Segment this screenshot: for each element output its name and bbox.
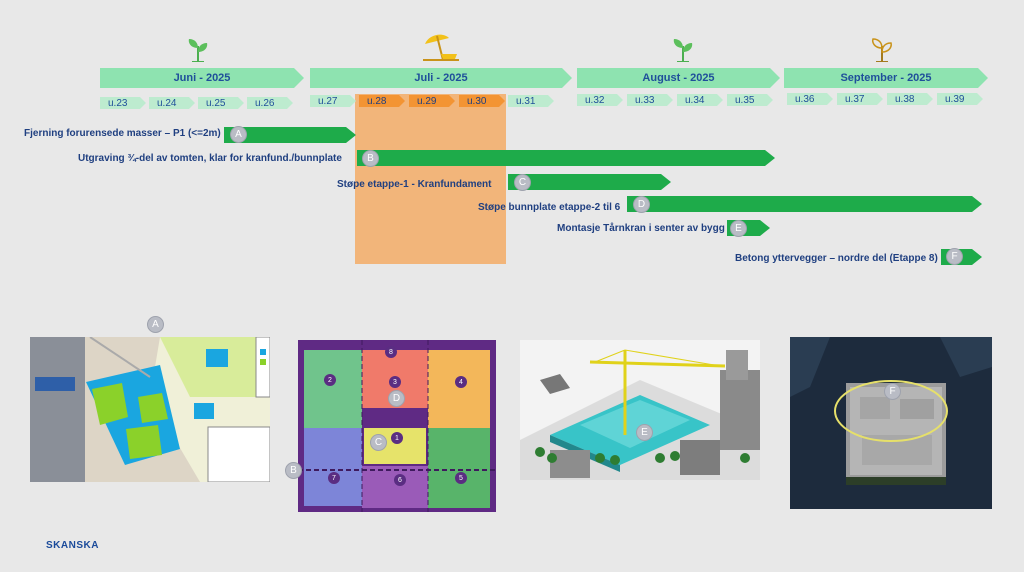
week-label: u.31 <box>508 95 554 107</box>
crane-model-image: E <box>520 340 760 480</box>
company-logo: SKANSKA <box>46 540 99 551</box>
week-label: u.33 <box>627 94 673 106</box>
panel-badge-e: E <box>636 424 653 441</box>
panel-badge-a: A <box>147 316 164 333</box>
week-label: u.29 <box>409 95 455 107</box>
zone-number: 2 <box>324 374 336 386</box>
plant-icon <box>188 39 208 62</box>
week-label: u.28 <box>359 95 405 107</box>
zone-number: 7 <box>328 472 340 484</box>
week-label: u.37 <box>837 93 883 105</box>
task-bar-b <box>357 150 775 166</box>
month-june: Juni - 2025 <box>100 68 304 88</box>
task-bar-c <box>508 174 671 190</box>
zone-number: 3 <box>389 376 401 388</box>
beach-umbrella-icon <box>423 34 459 61</box>
task-label-b: Utgraving ¾-del av tomten, klar for kran… <box>78 153 342 164</box>
month-september: September - 2025 <box>784 68 988 88</box>
task-bar-d <box>627 196 982 212</box>
site-plan-image: A <box>30 337 270 482</box>
zone-number: 4 <box>455 376 467 388</box>
zone-number: 8 <box>385 346 397 358</box>
week-label: u.23 <box>100 97 146 109</box>
week-label: u.25 <box>198 97 244 109</box>
week-label: u.27 <box>310 95 356 107</box>
task-badge-f: F <box>946 248 963 265</box>
week-label: u.35 <box>727 94 773 106</box>
task-bar-a <box>224 127 356 143</box>
plant-icon <box>673 39 693 62</box>
panel-badge-f: F <box>884 383 901 400</box>
week-label: u.26 <box>247 97 293 109</box>
week-label: u.39 <box>937 93 983 105</box>
task-label-c: Støpe etappe-1 - Kranfundament <box>337 179 492 190</box>
task-label-f: Betong yttervegger – nordre del (Etappe … <box>735 253 938 264</box>
week-label: u.36 <box>787 93 833 105</box>
task-badge-a: A <box>230 126 247 143</box>
task-badge-b: B <box>362 150 379 167</box>
autumn-plant-icon <box>872 38 892 62</box>
highlight-period <box>355 94 506 264</box>
week-label: u.34 <box>677 94 723 106</box>
task-label-a: Fjerning forurensede masser – P1 (<=2m) <box>24 128 221 139</box>
month-july: Juli - 2025 <box>310 68 572 88</box>
month-august: August - 2025 <box>577 68 780 88</box>
zone-number: 1 <box>391 432 403 444</box>
zone-number: 6 <box>394 474 406 486</box>
task-badge-d: D <box>633 196 650 213</box>
task-badge-c: C <box>514 174 531 191</box>
task-badge-e: E <box>730 220 747 237</box>
week-label: u.24 <box>149 97 195 109</box>
panel-badge-c: C <box>370 434 387 451</box>
week-label: u.32 <box>577 94 623 106</box>
week-label: u.30 <box>459 95 505 107</box>
panel-badge-d: D <box>388 390 405 407</box>
zone-plan-image: 8 2 3 4 1 7 6 5 C D <box>298 340 496 512</box>
zone-number: 5 <box>455 472 467 484</box>
panel-badge-b: B <box>285 462 302 479</box>
site-model-dark-image: F <box>790 337 992 509</box>
task-label-e: Montasje Tårnkran i senter av bygg <box>557 223 725 234</box>
task-label-d: Støpe bunnplate etappe-2 til 6 <box>478 202 621 213</box>
week-label: u.38 <box>887 93 933 105</box>
